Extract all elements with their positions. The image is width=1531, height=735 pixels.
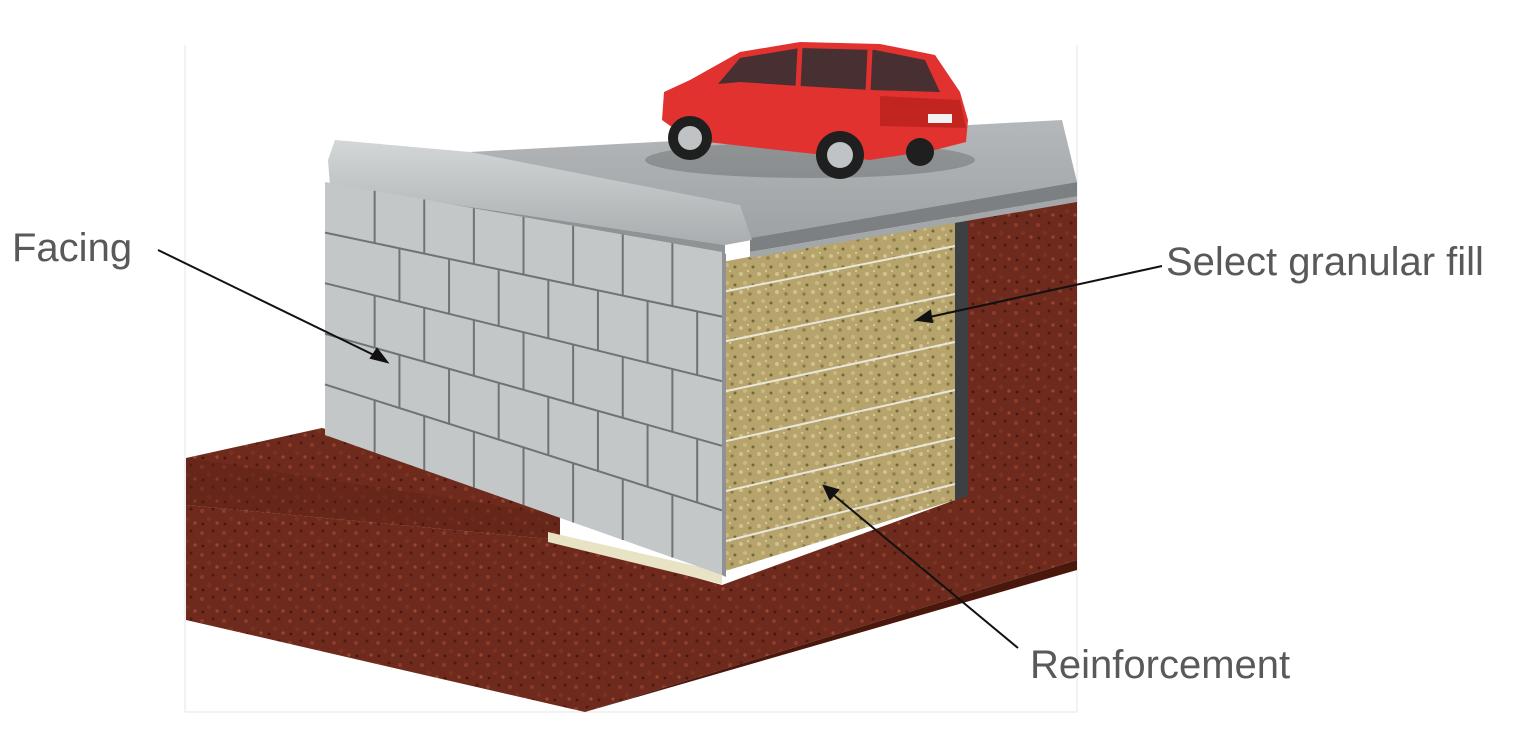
fill-leader-line [924, 265, 1163, 319]
reinforcement-label: Reinforcement [1030, 643, 1291, 687]
reinforcement-strips [721, 245, 956, 543]
facing-arrowhead [369, 347, 390, 364]
drainage-layer [955, 214, 968, 500]
native-soil [186, 188, 1077, 712]
leveling-pad [548, 532, 722, 584]
suv-car-icon [645, 42, 975, 179]
facing-leader-line [157, 249, 381, 359]
reinforcement-leader-line [829, 491, 1019, 649]
facing-wall-edge [722, 252, 726, 577]
select-granular-fill-label: Select granular fill [1166, 240, 1484, 284]
facing-label: Facing [12, 226, 133, 270]
reinforcement-arrowhead [822, 484, 840, 501]
facing-panels [324, 182, 726, 577]
leader-lines [157, 249, 1163, 649]
fill-arrowhead [914, 309, 934, 324]
